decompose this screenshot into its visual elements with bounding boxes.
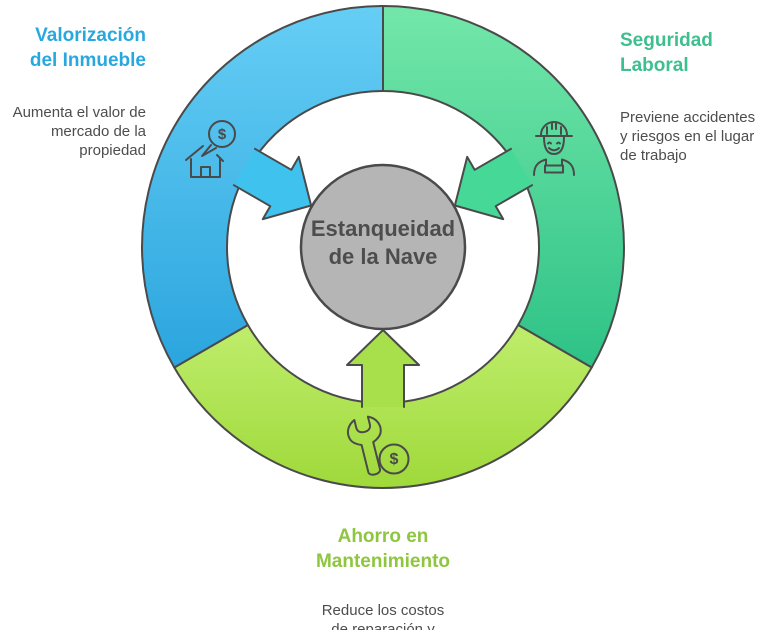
- label-block-valorizacion: Valorización del Inmueble Aumenta el val…: [1, 5, 146, 178]
- label-block-seguridad: Seguridad Laboral Previene accidentes y …: [620, 10, 765, 183]
- segment-title-seguridad: Seguridad Laboral: [620, 30, 713, 76]
- segment-description-valorizacion: Aumenta el valor de mercado de la propie…: [12, 104, 146, 159]
- house-dollar-icon: $: [185, 120, 236, 178]
- arrow-ahorro: [346, 329, 420, 408]
- construction-worker-icon: [533, 121, 575, 176]
- dollar-glyph: $: [218, 126, 227, 143]
- wrench-dollar-icon: $: [346, 415, 410, 476]
- center-circle: [299, 163, 467, 331]
- dollar-glyph: $: [390, 451, 399, 468]
- segment-title-valorizacion: Valorización del Inmueble: [29, 25, 146, 71]
- segment-description-ahorro: Reduce los costos de reparación y manten…: [321, 602, 445, 630]
- segment-description-seguridad: Previene accidentes y riesgos en el luga…: [620, 109, 756, 164]
- segment-arc-seguridad: [382, 5, 625, 369]
- label-block-ahorro: Ahorro en Mantenimiento Reduce los costo…: [273, 506, 493, 630]
- center-label: Estanqueidad de la Nave: [310, 216, 456, 269]
- segment-arc-valorizacion: [141, 5, 384, 369]
- segment-title-ahorro: Ahorro en Mantenimiento: [315, 526, 451, 572]
